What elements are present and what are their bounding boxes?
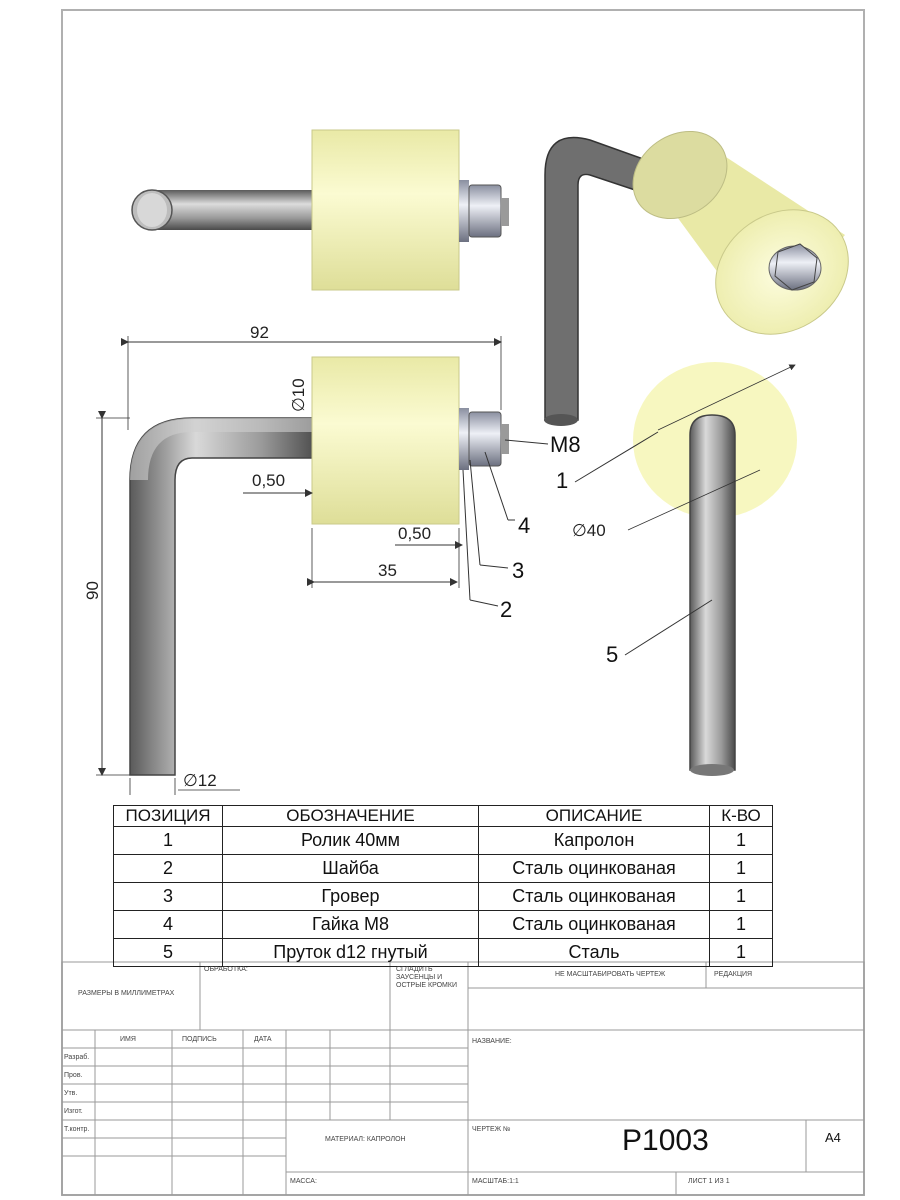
cell-designation: Пруток d12 гнутый (222, 938, 479, 967)
table-row: 2 Шайба Сталь оцинкованая 1 (113, 854, 773, 883)
dim-shaft-diameter: ∅10 (289, 378, 308, 412)
cell-quantity: 1 (709, 938, 773, 967)
table-row: 1 Ролик 40мм Капролон 1 (113, 826, 773, 855)
exploded-parts: ∅40 1 5 (556, 362, 797, 776)
dims-note: РАЗМЕРЫ В МИЛЛИМЕТРАХ (78, 990, 175, 997)
cell-description: Сталь оцинкованая (478, 910, 710, 939)
parts-table-header: ПОЗИЦИЯ ОБОЗНАЧЕНИЕ ОПИСАНИЕ К-ВО (113, 805, 773, 827)
front-view: 92 ∅10 0,50 0,50 35 90 ∅12 M8 4 3 2 (83, 323, 581, 795)
top-view (131, 129, 509, 291)
table-row: 4 Гайка М8 Сталь оцинкованая 1 (113, 910, 773, 939)
header-designation: ОБОЗНАЧЕНИЕ (222, 805, 479, 827)
dim-roller-diameter: ∅40 (572, 521, 606, 540)
finish-label: ОБРАБОТКА: (204, 966, 248, 973)
deburr-note: СГЛАДИТЬ ЗАУСЕНЦЫ И ОСТРЫЕ КРОМКИ (396, 966, 458, 989)
dim-gap-left: 0,50 (252, 471, 285, 490)
callout-5: 5 (606, 642, 618, 667)
cell-description: Сталь оцинкованая (478, 854, 710, 883)
dim-roller-width: 35 (378, 561, 397, 580)
col-date: ДАТА (254, 1036, 272, 1043)
drawing-number: P1003 (622, 1124, 709, 1157)
role-developer: Разраб. (64, 1054, 90, 1061)
top-view-nut (468, 184, 502, 238)
header-position: ПОЗИЦИЯ (113, 805, 223, 827)
front-view-nut (468, 411, 502, 467)
dim-height: 90 (83, 581, 102, 600)
iso-roller-back (632, 130, 728, 220)
scale-label: МАСШТАБ:1:1 (472, 1178, 519, 1185)
top-view-roller (311, 129, 460, 291)
cell-position: 2 (113, 854, 223, 883)
title-block-grid (61, 961, 865, 1196)
cell-designation: Шайба (222, 854, 479, 883)
cell-quantity: 1 (709, 826, 773, 855)
callout-3: 3 (512, 558, 524, 583)
front-view-bolt-end (501, 424, 509, 454)
callout-1: 1 (556, 468, 568, 493)
role-manufacturer: Изгот. (64, 1108, 83, 1115)
no-scale-note: НЕ МАСШТАБИРОВАТЬ ЧЕРТЕЖ (555, 971, 666, 978)
exploded-straight-rod (689, 414, 736, 771)
front-view-roller (311, 356, 460, 525)
table-row: 3 Гровер Сталь оцинкованая 1 (113, 882, 773, 911)
cell-position: 1 (113, 826, 223, 855)
cell-designation: Гайка М8 (222, 910, 479, 939)
cell-position: 3 (113, 882, 223, 911)
role-approver: Утв. (64, 1090, 78, 1097)
top-view-washer (459, 180, 469, 242)
dim-gap-right: 0,50 (398, 524, 431, 543)
name-label: НАЗВАНИЕ: (472, 1038, 512, 1045)
role-inspector: Т.контр. (64, 1126, 90, 1133)
front-view-washer (459, 408, 469, 470)
material-label: МАТЕРИАЛ: КАПРОЛОН (325, 1136, 406, 1143)
cell-position: 4 (113, 910, 223, 939)
iso-nut (774, 243, 818, 291)
table-row: 5 Пруток d12 гнутый Сталь 1 (113, 938, 773, 967)
top-view-bolt-end (501, 198, 509, 226)
callout-thread: M8 (550, 432, 581, 457)
sheet-label: ЛИСТ 1 ИЗ 1 (688, 1178, 730, 1185)
sheet-format: A4 (825, 1130, 841, 1145)
dim-length-top: 92 (250, 323, 269, 342)
role-checker: Пров. (64, 1072, 83, 1079)
revision-label: РЕДАКЦИЯ (714, 971, 753, 978)
isometric-assembly (544, 130, 849, 426)
header-description: ОПИСАНИЕ (478, 805, 710, 827)
top-view-rod (150, 190, 315, 230)
cell-description: Сталь (478, 938, 710, 967)
col-sign: ПОДПИСЬ (182, 1036, 217, 1043)
cell-quantity: 1 (709, 910, 773, 939)
cell-designation: Ролик 40мм (222, 826, 479, 855)
drawing-number-label: ЧЕРТЕЖ № (472, 1126, 511, 1133)
cell-quantity: 1 (709, 882, 773, 911)
mass-label: МАССА: (290, 1178, 317, 1185)
cell-description: Капролон (478, 826, 710, 855)
cell-quantity: 1 (709, 854, 773, 883)
header-quantity: К-ВО (709, 805, 773, 827)
cell-position: 5 (113, 938, 223, 967)
dim-rod-diameter: ∅12 (183, 771, 217, 790)
callout-2: 2 (500, 597, 512, 622)
parts-table: ПОЗИЦИЯ ОБОЗНАЧЕНИЕ ОПИСАНИЕ К-ВО 1 Роли… (113, 805, 773, 967)
callout-4: 4 (518, 513, 530, 538)
cell-designation: Гровер (222, 882, 479, 911)
front-view-bent-rod (129, 417, 319, 776)
col-name: ИМЯ (120, 1036, 136, 1043)
cell-description: Сталь оцинкованая (478, 882, 710, 911)
